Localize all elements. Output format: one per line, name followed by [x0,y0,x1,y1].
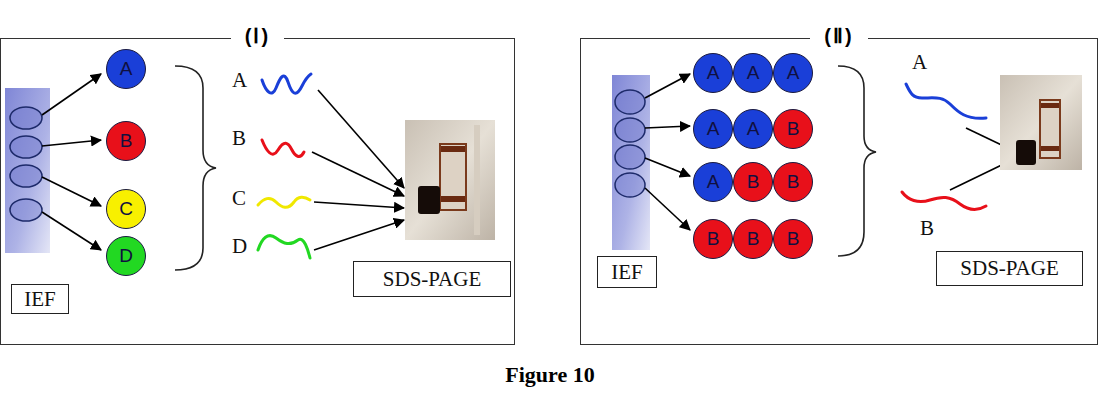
chain-label: D [232,234,247,259]
ief-strip [612,75,650,250]
method-name: IEF [611,260,643,285]
chain-label: C [232,186,246,211]
subunit-circle: A [733,53,773,93]
subunit-circle: B [773,109,813,149]
panel-title-wrap: (Ⅱ) [581,24,1097,48]
subunit-circle: B [773,162,813,202]
subunit-letter: B [787,228,800,250]
subunit-circle: A [693,53,733,93]
panel-title: (Ⅰ) [231,25,284,47]
subunit-letter: B [787,118,800,140]
subunit-letter: B [747,171,760,193]
panel-frame: (Ⅰ)ABCDIEFSDS-PAGE [0,38,515,345]
method-label-box: IEF [597,256,657,288]
subunit-letter: A [707,171,720,193]
subunit-circle: B [106,121,146,161]
chain-label: B [232,126,246,151]
peptide-squiggle [902,84,986,210]
panel-title-wrap: (Ⅰ) [1,24,514,48]
method-label-box: SDS-PAGE [353,261,511,297]
subunit-circle: B [733,219,773,259]
figure-caption: Figure 10 [0,362,1100,388]
subunit-letter: C [119,198,133,220]
subunit-circle: A [693,109,733,149]
subunit-circle: B [733,162,773,202]
subunit-letter: A [707,118,720,140]
chain-label: A [912,50,927,75]
ief-strip [5,88,50,253]
subunit-circle: B [773,219,813,259]
panel-title: (Ⅱ) [810,25,867,47]
subunit-circle: A [693,162,733,202]
leader-arrow [645,74,690,230]
subunit-letter: B [747,228,760,250]
subunit-letter: A [747,118,760,140]
subunit-letter: B [707,228,720,250]
subunit-letter: A [120,58,133,80]
peptide-squiggle [258,74,311,258]
subunit-circle: A [773,53,813,93]
panel-frame: (Ⅱ)AAAAABABBBBBIEFSDS-PAGE [580,38,1098,345]
subunit-letter: A [787,62,800,84]
subunit-circle: A [733,109,773,149]
subunit-letter: B [120,130,133,152]
gel-photo [1000,75,1082,170]
method-name: IEF [24,287,56,312]
subunit-circle: A [106,49,146,89]
method-label-box: IEF [11,284,69,314]
method-label-box: SDS-PAGE [936,251,1083,286]
subunit-letter: A [747,62,760,84]
subunit-circle: B [693,219,733,259]
method-name: SDS-PAGE [383,267,481,292]
curly-brace [175,66,216,270]
chain-label: A [232,68,247,93]
leader-arrow [42,74,101,250]
subunit-letter: A [707,62,720,84]
method-name: SDS-PAGE [960,256,1058,281]
gel-photo [405,120,495,240]
subunit-circle: D [106,236,146,276]
chain-label: B [920,216,934,241]
subunit-circle: C [106,189,146,229]
leader-arrow [312,90,404,250]
subunit-letter: B [787,171,800,193]
curly-brace [838,66,876,256]
subunit-letter: D [119,245,133,267]
